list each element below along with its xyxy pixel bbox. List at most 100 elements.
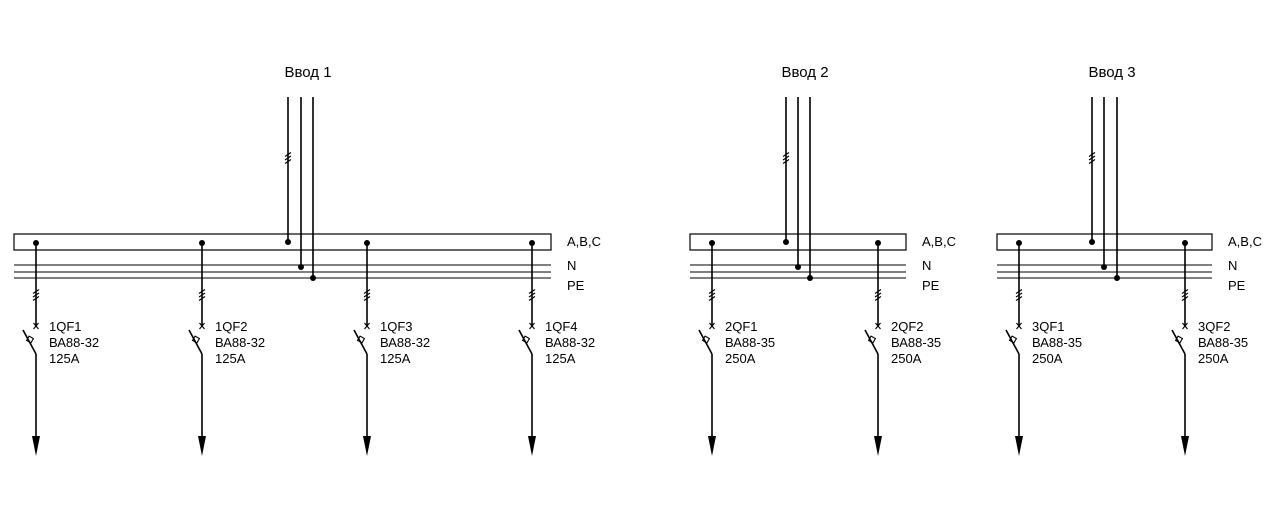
breaker-rating: 125А [545,351,576,366]
junction-dot [1089,239,1095,245]
outgoing-arrow [708,436,716,456]
breaker-contact-mark [529,322,535,330]
three-phase-marker [1015,289,1023,301]
phase-tick [1015,292,1023,298]
phase-tick [708,296,716,301]
phase-tick [32,289,40,294]
phase-tick [1015,296,1023,301]
breaker-contact-mark [33,322,39,330]
breaker-model: ВА88-32 [49,335,99,350]
three-phase-marker [1181,289,1189,301]
breaker-contact-mark [875,322,881,330]
outgoing-arrow [363,436,371,456]
breaker-release-box [1174,335,1184,344]
phase-tick [1088,159,1096,164]
breaker-rating: 250А [891,351,922,366]
breaker-id: 3QF2 [1198,319,1231,334]
breaker-contact-mark [709,322,715,330]
phase-tick [363,289,371,294]
phase-tick [782,155,790,161]
input-section-2: Ввод 2A,B,CNPE2QF1ВА88-35250А2QF2ВА88-35… [689,64,956,456]
breaker-model: ВА88-32 [380,335,430,350]
busbar-abc [689,233,907,251]
bus-label-neutral: N [1228,258,1237,273]
phase-tick [284,159,292,164]
breaker-model: ВА88-35 [1032,335,1082,350]
outgoing-arrow [528,436,536,456]
phase-tick [874,292,882,298]
breaker-id: 1QF1 [49,319,82,334]
breaker-rating: 125А [380,351,411,366]
breaker-id: 1QF3 [380,319,413,334]
phase-tick [198,296,206,301]
breaker-model: ВА88-35 [1198,335,1248,350]
bus-label-phases: A,B,C [1228,234,1262,249]
breaker-id: 1QF2 [215,319,248,334]
phase-tick [198,292,206,298]
phase-tick [528,289,536,294]
outgoing-arrow [1015,436,1023,456]
phase-tick [1088,152,1096,157]
breaker-model: ВА88-32 [215,335,265,350]
bus-label-neutral: N [567,258,576,273]
breaker-contact-mark [1016,322,1022,330]
three-phase-marker [708,289,716,301]
breaker-release-box [521,335,531,344]
input-title: Ввод 1 [284,64,331,81]
breaker-model: ВА88-35 [725,335,775,350]
phase-tick [782,152,790,157]
phase-tick [874,289,882,294]
phase-tick [874,296,882,301]
breaker-id: 2QF1 [725,319,758,334]
busbar-abc [13,233,552,251]
three-phase-marker [363,289,371,301]
phase-tick [782,159,790,164]
input-title: Ввод 3 [1088,64,1135,81]
phase-tick [708,292,716,298]
breaker-release-box [356,335,366,344]
three-phase-marker [32,289,40,301]
three-phase-marker [782,152,790,164]
bus-label-phases: A,B,C [567,234,601,249]
input-section-3: Ввод 3A,B,CNPE3QF1ВА88-35250А3QF2ВА88-35… [996,64,1262,456]
three-phase-marker [1088,152,1096,164]
outgoing-arrow [32,436,40,456]
phase-tick [708,289,716,294]
junction-dot [783,239,789,245]
busbar-abc [996,233,1213,251]
breaker-release-box [701,335,711,344]
junction-dot [285,239,291,245]
bus-label-pe: PE [1228,278,1246,293]
breaker-contact-mark [364,322,370,330]
breaker-rating: 125А [215,351,246,366]
phase-tick [528,296,536,301]
bus-label-neutral: N [922,258,931,273]
phase-tick [32,292,40,298]
outgoing-arrow [874,436,882,456]
phase-tick [1181,292,1189,298]
breaker-rating: 250А [1198,351,1229,366]
phase-tick [284,155,292,161]
phase-tick [1181,296,1189,301]
phase-tick [1181,289,1189,294]
three-phase-marker [874,289,882,301]
breaker-model: ВА88-35 [891,335,941,350]
input-section-1: Ввод 1A,B,CNPE1QF1ВА88-32125А1QF2ВА88-32… [13,64,601,456]
breaker-release-box [867,335,877,344]
phase-tick [363,296,371,301]
phase-tick [32,296,40,301]
bus-label-pe: PE [922,278,940,293]
outgoing-arrow [198,436,206,456]
three-phase-marker [198,289,206,301]
breaker-rating: 250А [1032,351,1063,366]
breaker-contact-mark [1182,322,1188,330]
phase-tick [528,292,536,298]
breaker-id: 3QF1 [1032,319,1065,334]
